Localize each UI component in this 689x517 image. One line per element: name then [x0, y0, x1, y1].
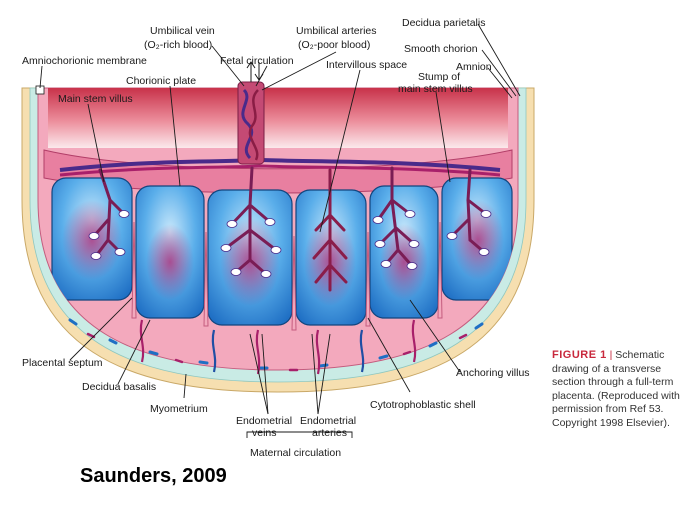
label-intervillous-space: Intervillous space	[326, 59, 407, 71]
label-maternal-circulation: Maternal circulation	[250, 447, 341, 459]
label-umbilical-vein-sub: (O₂-rich blood)	[144, 39, 212, 51]
label-stump-main-stem-villus-sub: main stem villus	[398, 83, 473, 95]
placental-septum	[365, 231, 371, 327]
placental-septum	[203, 231, 209, 327]
label-myometrium: Myometrium	[150, 403, 208, 415]
amniotic-cavity	[48, 88, 508, 148]
villus-tree	[376, 166, 416, 268]
label-umbilical-arteries: Umbilical arteries	[296, 25, 377, 37]
label-cytotrophoblastic-shell: Cytotrophoblastic shell	[370, 399, 476, 411]
figure-caption: FIGURE 1 | Schematic drawing of a transv…	[552, 349, 684, 430]
villus-tree	[312, 168, 348, 292]
label-decidua-parietalis: Decidua parietalis	[402, 17, 485, 29]
label-endometrial-arteries-sub: arteries	[312, 427, 347, 439]
label-decidua-basalis: Decidua basalis	[82, 381, 156, 393]
villus-tree	[92, 168, 126, 258]
placental-septum	[131, 221, 137, 319]
caption-text: Schematic drawing of a transverse sectio…	[552, 349, 680, 429]
placental-septum	[437, 221, 443, 319]
source-credit: Saunders, 2009	[80, 465, 227, 487]
label-fetal-circulation: Fetal circulation	[220, 55, 294, 67]
figure-label: FIGURE 1	[552, 349, 607, 361]
villus-tree	[450, 168, 488, 254]
label-amnion: Amnion	[456, 61, 492, 73]
placental-septum	[291, 235, 297, 331]
label-smooth-chorion: Smooth chorion	[404, 43, 478, 55]
label-stump-main-stem-villus: Stump of	[418, 71, 460, 83]
label-amniochorionic-membrane: Amniochorionic membrane	[22, 55, 147, 67]
caption-separator: |	[609, 349, 613, 361]
label-chorionic-plate: Chorionic plate	[126, 75, 196, 87]
label-main-stem-villus: Main stem villus	[58, 93, 133, 105]
label-umbilical-arteries-sub: (O₂-poor blood)	[298, 39, 370, 51]
umbilical-cord	[237, 81, 265, 165]
villus-tree	[224, 166, 278, 276]
label-endometrial-arteries: Endometrial	[300, 415, 356, 427]
label-endometrial-veins-sub: veins	[252, 427, 277, 439]
label-umbilical-vein: Umbilical vein	[150, 25, 215, 37]
label-endometrial-veins: Endometrial	[236, 415, 292, 427]
label-placental-septum: Placental septum	[22, 357, 103, 369]
label-anchoring-villus: Anchoring villus	[456, 367, 530, 379]
